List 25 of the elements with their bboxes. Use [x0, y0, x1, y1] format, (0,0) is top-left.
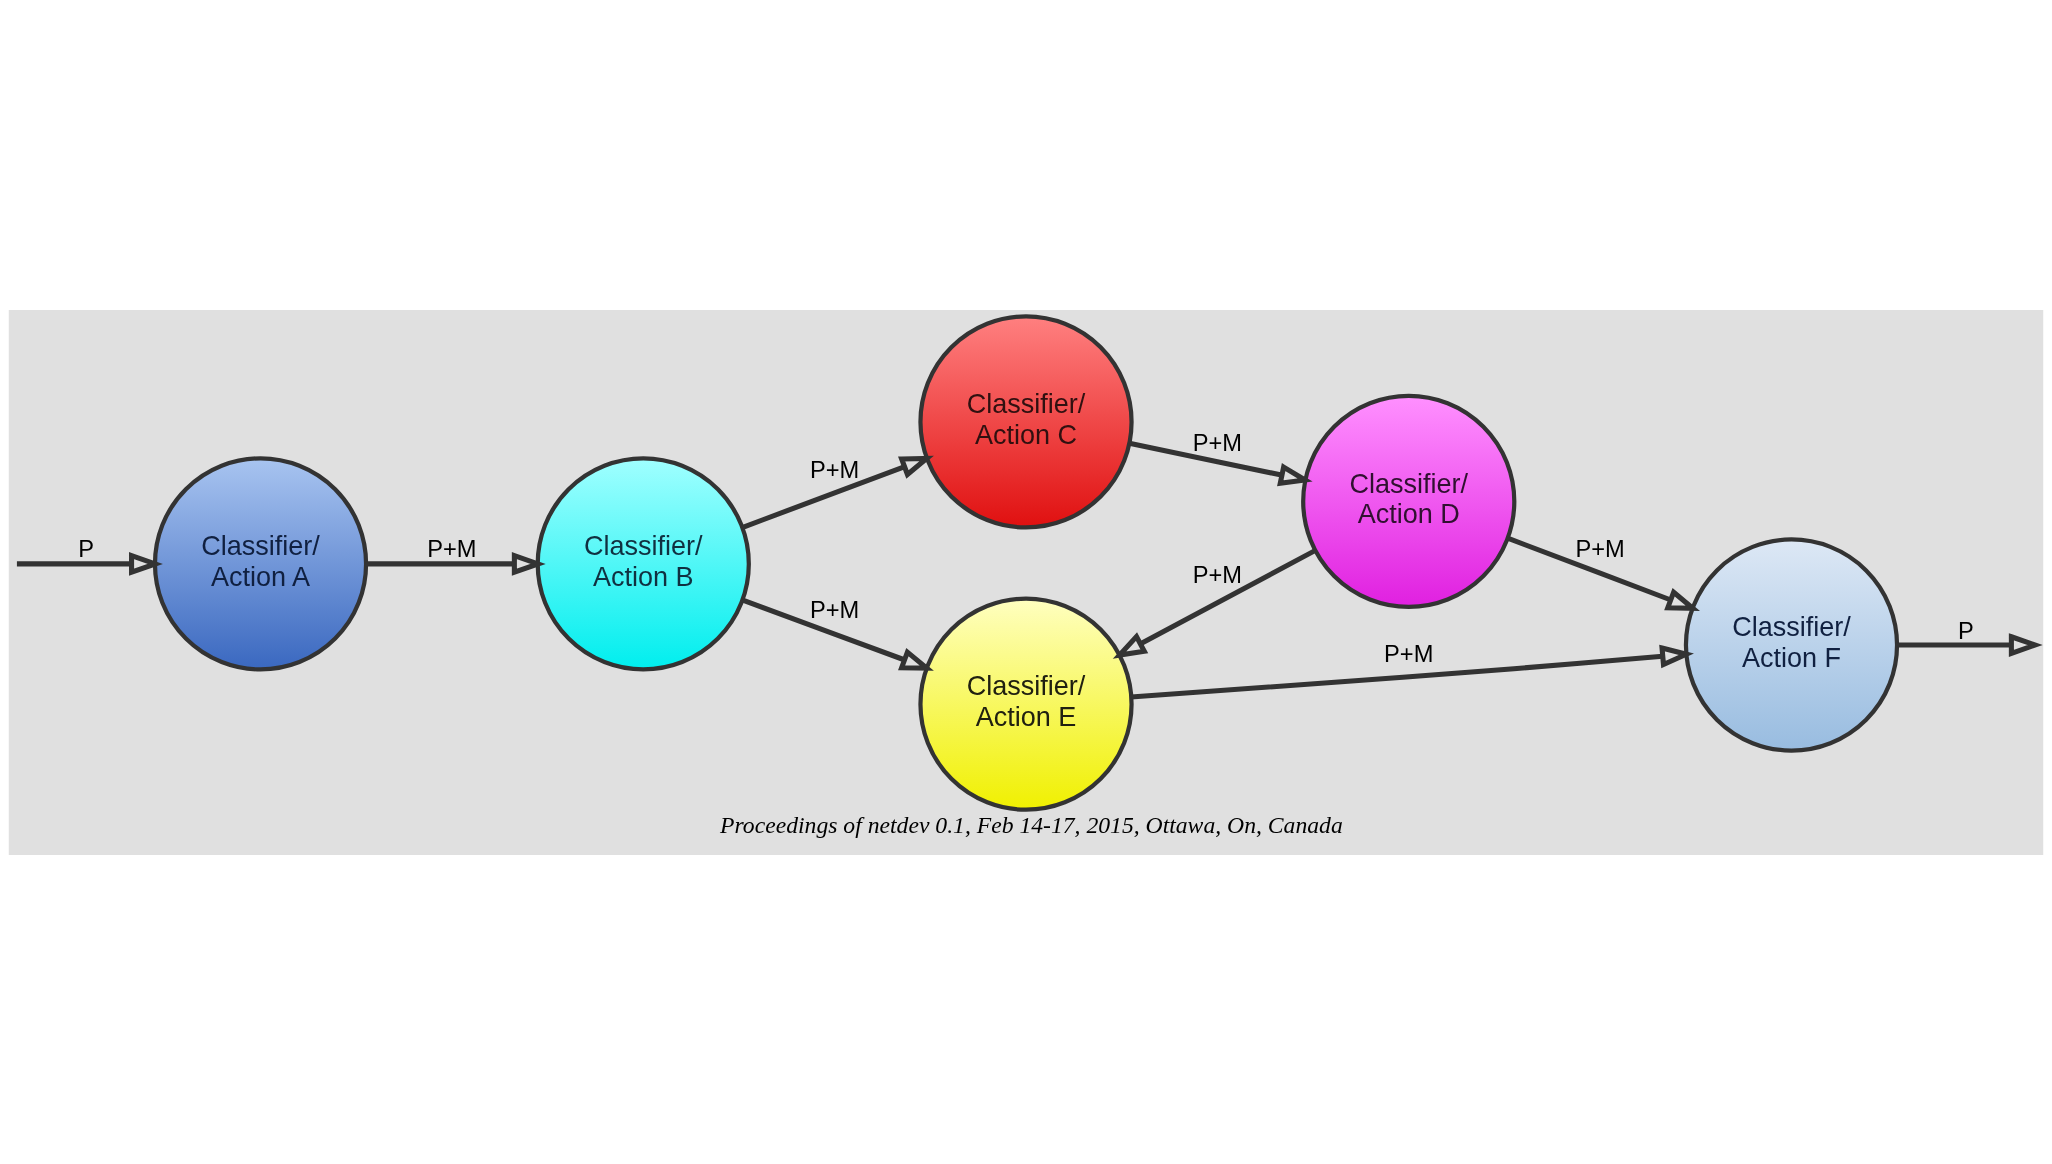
edge-label: P+M: [1192, 429, 1243, 456]
arrow: [16, 551, 163, 576]
arrow: [365, 551, 546, 576]
node-circle: Classifier/ Action B: [535, 455, 751, 672]
arrow: [1112, 547, 1317, 659]
edge-label: P+M: [1575, 535, 1625, 562]
edge-label: P: [78, 535, 94, 562]
edge-label: P: [1958, 617, 1974, 644]
arrow: [741, 596, 934, 671]
arrow: [1128, 440, 1313, 486]
edge-label: P+M: [1384, 640, 1434, 667]
edge-label: P+M: [1192, 561, 1243, 588]
node-circle: Classifier/ Action E: [918, 596, 1134, 812]
edge-label: P+M: [427, 535, 477, 562]
caption: Proceedings of netdev 0.1, Feb 14-17, 2015, Ottawa, On, Canada: [720, 811, 1343, 838]
node-circle: Classifier/ Action F: [1683, 536, 1900, 753]
edge-label: P+M: [809, 596, 860, 623]
node-circle: Classifier/ Action A: [152, 455, 369, 672]
arrow: [1897, 632, 2043, 657]
arrow: [1130, 644, 1694, 700]
node-circle: Classifier/ Action D: [1301, 393, 1517, 609]
arrow: [1506, 535, 1701, 611]
node-circle: Classifier/ Action C: [918, 313, 1134, 530]
edge-label: P+M: [809, 456, 860, 483]
arrow: [741, 455, 934, 530]
